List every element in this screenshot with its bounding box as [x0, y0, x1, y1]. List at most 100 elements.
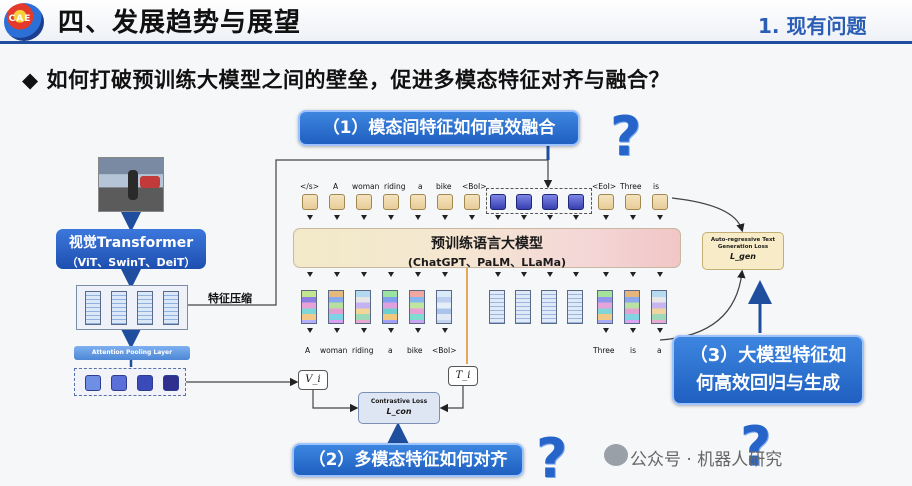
text-token — [437, 194, 453, 210]
bottom-token-label: Three — [593, 346, 615, 355]
fused-feature-stack — [301, 290, 317, 324]
image-car-shape — [140, 176, 160, 188]
top-token-label: riding — [384, 182, 406, 191]
arrow-down-icon — [573, 272, 579, 277]
image-feature-stack — [515, 290, 531, 324]
vision-transformer-block: 视觉Transformer （ViT、SwinT、DeiT） — [56, 229, 206, 269]
arrow-down-icon — [361, 272, 367, 277]
image-feature-stack — [541, 290, 557, 324]
fused-feature-stack — [409, 290, 425, 324]
generation-loss-box: Auto-regressive Text Generation Loss L_g… — [702, 232, 784, 270]
bottom-token-label: riding — [352, 346, 374, 355]
vision-encoder-models: （ViT、SwinT、DeiT） — [66, 256, 196, 269]
bottom-token-label: a — [657, 346, 662, 355]
callout-3-line-2: 何高效回归与生成 — [696, 373, 840, 394]
fused-feature-stack — [355, 290, 371, 324]
arrow-down-icon — [388, 215, 394, 220]
image-person-shape — [128, 170, 138, 200]
visual-token — [111, 375, 127, 391]
visual-token-group — [74, 368, 186, 396]
bottom-token-label: A — [305, 346, 311, 355]
arrow-down-icon — [495, 215, 501, 220]
arrow-down-icon — [630, 215, 636, 220]
feature-map — [137, 291, 153, 325]
visual-embedding-v: V_i — [298, 370, 328, 390]
arrow-down-icon — [442, 215, 448, 220]
arrow-down-icon — [307, 328, 313, 333]
arrow-down-icon — [361, 328, 367, 333]
arrow-down-icon — [603, 272, 609, 277]
arrow-down-icon — [521, 272, 527, 277]
contrastive-loss-symbol: L_con — [386, 407, 412, 416]
arrow-down-icon — [630, 328, 636, 333]
contrastive-loss-label: Contrastive Loss — [370, 398, 428, 405]
fused-feature-stack — [436, 290, 452, 324]
arrow-down-icon — [361, 215, 367, 220]
vision-encoder-title: 视觉Transformer — [68, 235, 194, 251]
arrow-down-icon — [547, 272, 553, 277]
visual-token — [137, 375, 153, 391]
top-token-label: bike — [436, 182, 452, 191]
arrow-down-icon — [657, 215, 663, 220]
feature-map — [111, 291, 127, 325]
top-token-label: <BoI> — [462, 182, 487, 191]
callout-alignment: （2）多模态特征如何对齐 — [292, 443, 524, 477]
image-token — [490, 194, 506, 210]
arrow-down-icon — [415, 328, 421, 333]
top-token-label: A — [333, 182, 339, 191]
text-token — [598, 194, 614, 210]
image-token — [568, 194, 584, 210]
fused-feature-stack — [624, 290, 640, 324]
generation-loss-line-1: Auto-regressive Text — [710, 237, 776, 243]
visual-token — [85, 375, 101, 391]
section-subtitle: 1. 现有问题 — [758, 14, 867, 38]
fused-feature-stack — [382, 290, 398, 324]
text-token — [302, 194, 318, 210]
top-token-label: woman — [352, 182, 380, 191]
arrow-down-icon — [657, 272, 663, 277]
callout-3-line-1: （3）大模型特征如 — [689, 345, 847, 366]
bottom-token-label: woman — [320, 346, 348, 355]
arrow-down-icon — [442, 328, 448, 333]
logo-text: CAE — [8, 14, 32, 24]
arrow-down-icon — [442, 272, 448, 277]
text-token — [464, 194, 480, 210]
question-mark-icon: ? — [740, 415, 772, 478]
text-token — [625, 194, 641, 210]
top-token-label: <EoI> — [592, 182, 617, 191]
question-mark-icon: ? — [610, 105, 642, 168]
arrow-down-icon — [334, 328, 340, 333]
text-token — [329, 194, 345, 210]
key-question: ◆ 如何打破预训练大模型之间的壁垒，促进多模态特征对齐与融合？ — [22, 68, 670, 92]
text-token — [410, 194, 426, 210]
bottom-token-label: bike — [407, 346, 423, 355]
arrow-down-icon — [573, 215, 579, 220]
arrow-down-icon — [388, 272, 394, 277]
wechat-icon — [604, 444, 628, 466]
page-title: 四、发展趋势与展望 — [58, 8, 302, 38]
image-feature-stack — [567, 290, 583, 324]
arrow-down-icon — [334, 215, 340, 220]
text-token — [356, 194, 372, 210]
header-bar — [0, 0, 912, 44]
arrow-down-icon — [603, 215, 609, 220]
feature-compress-label: 特征压缩 — [208, 292, 252, 305]
visual-token — [163, 375, 179, 391]
text-embedding-t: T_i — [448, 366, 478, 386]
arrow-down-icon — [307, 272, 313, 277]
bottom-token-label: <BoI> — [432, 346, 457, 355]
feature-map — [85, 291, 101, 325]
fused-feature-stack — [328, 290, 344, 324]
bottom-token-label: is — [630, 346, 636, 355]
arrow-down-icon — [603, 328, 609, 333]
watermark-text: 公众号 · 机器人研究 — [630, 450, 783, 470]
arrow-down-icon — [388, 328, 394, 333]
image-token — [516, 194, 532, 210]
generation-loss-symbol: L_gen — [730, 252, 756, 261]
pretrained-language-model-block: 预训练语言大模型 (ChatGPT、PaLM、LLaMa) — [293, 228, 681, 269]
callout-regression-generation: （3）大模型特征如 何高效回归与生成 — [672, 335, 864, 405]
cae-logo-icon — [4, 3, 44, 41]
bottom-token-label: a — [388, 346, 393, 355]
arrow-down-icon — [415, 272, 421, 277]
arrow-down-icon — [307, 215, 313, 220]
